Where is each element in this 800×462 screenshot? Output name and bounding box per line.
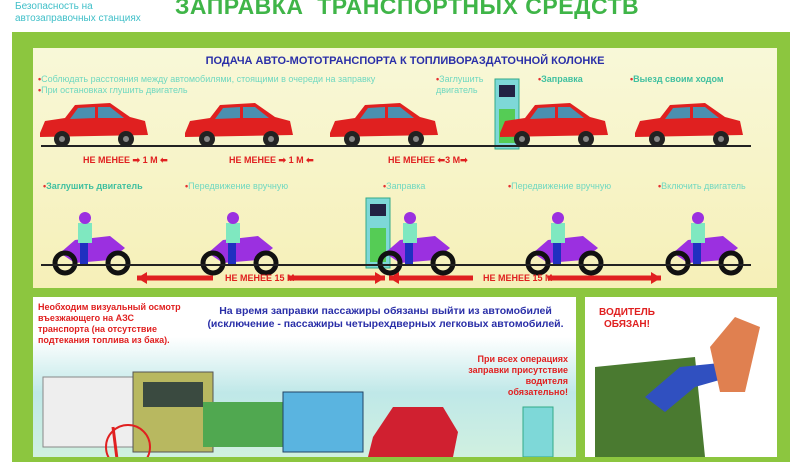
motorcycle-icon (55, 212, 128, 273)
step: Передвижение вручную (511, 181, 612, 191)
step: Заправка (386, 181, 426, 191)
car-icon (330, 103, 438, 147)
truck-body-icon (203, 402, 283, 447)
transport-section: ПОДАЧА АВТО-МОТОТРАНСПОРТА К ТОПЛИВОРАЗД… (33, 48, 777, 288)
distance-value: 3 М (445, 155, 461, 165)
passengers-rule: На время заправки пассажиры обязаны выйт… (207, 305, 564, 330)
fuel-pump-icon (365, 197, 391, 269)
step: Выезд своим ходом (633, 74, 724, 84)
moto-distance: НЕ МЕНЕЕ 15 М (225, 273, 295, 283)
distance-value: 1 М (288, 155, 304, 165)
step: Заправка (541, 74, 583, 84)
hand-icon (710, 317, 760, 392)
car-icon (635, 103, 743, 147)
motorcycle-icon (380, 212, 453, 273)
section-subtitle: ПОДАЧА АВТО-МОТОТРАНСПОРТА К ТОПЛИВОРАЗД… (205, 55, 605, 67)
distance-label: НЕ МЕНЕЕ (83, 155, 131, 165)
driver-must-label: ВОДИТЕЛЬ ОБЯЗАН! (599, 307, 655, 330)
fuel-nozzle-icon (645, 362, 730, 412)
brand-caption: Безопасность на автозаправочных станциях (15, 1, 141, 24)
distance-value: 1 М (142, 155, 158, 165)
moto-distance: НЕ МЕНЕЕ 15 М (483, 273, 553, 283)
motorcycle-icon (528, 212, 601, 273)
car-notes: •Соблюдать расстояния между автомобилями… (38, 74, 376, 95)
passengers-section: Необходим визуальный осмотр въезжающего … (33, 297, 576, 457)
inspection-note: Необходим визуальный осмотр въезжающего … (38, 302, 181, 345)
motorcycle-icon (668, 212, 741, 273)
note: Соблюдать расстояния между автомобилями,… (41, 74, 376, 84)
step: Заглушить двигатель (46, 181, 143, 191)
motorcycle-icon (203, 212, 276, 273)
step: Передвижение вручную (188, 181, 289, 191)
fuel-pump-icon (522, 406, 554, 457)
driver-presence-note: При всех операциях заправки присутствие … (468, 354, 568, 397)
car-icon (40, 103, 148, 147)
note: При остановках глушить двигатель (41, 85, 188, 95)
poster-title: ЗАПРАВКА ТРАНСПОРТНЫХ СРЕДСТВ (175, 0, 640, 19)
red-car-icon (368, 407, 458, 457)
distance-label: НЕ МЕНЕЕ (388, 155, 436, 165)
car-icon (185, 103, 293, 147)
illustration (40, 78, 751, 284)
step: Заглушить двигатель (436, 74, 484, 95)
driver-must-section: ВОДИТЕЛЬ ОБЯЗАН! (585, 297, 777, 457)
distance-label: НЕ МЕНЕЕ (229, 155, 277, 165)
blue-truck-icon (282, 391, 364, 453)
step: Включить двигатель (661, 181, 746, 191)
